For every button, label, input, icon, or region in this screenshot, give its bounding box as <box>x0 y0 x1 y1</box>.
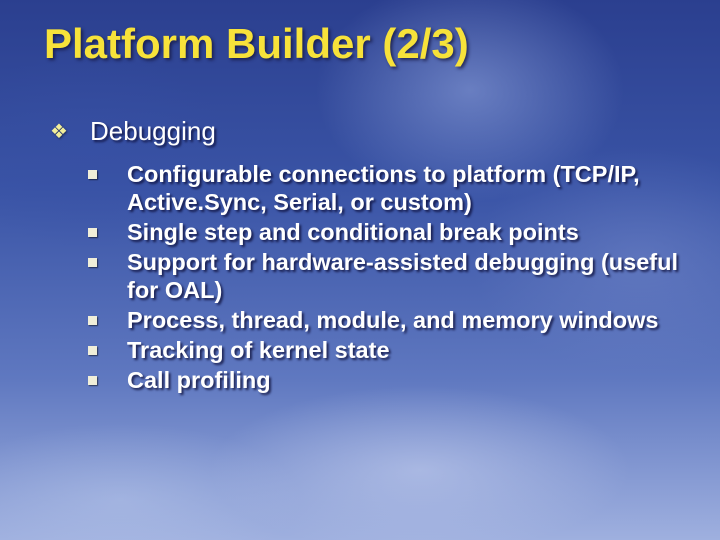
diamond-bullet-icon: ❖ <box>50 120 68 143</box>
square-bullet-icon <box>88 170 97 179</box>
square-bullet-icon <box>88 228 97 237</box>
sub-bullet-text: Call profiling <box>127 367 271 393</box>
sub-bullet-text: Process, thread, module, and memory wind… <box>127 307 659 333</box>
sub-bullet-item: Support for hardware-assisted debugging … <box>86 248 696 304</box>
main-bullet: ❖ Debugging <box>50 116 216 147</box>
square-bullet-icon <box>88 258 97 267</box>
square-bullet-icon <box>88 376 97 385</box>
sub-bullet-text: Support for hardware-assisted debugging … <box>127 249 678 303</box>
sub-bullet-item: Configurable connections to platform (TC… <box>86 160 696 216</box>
sub-bullet-item: Call profiling <box>86 366 696 394</box>
sub-bullet-item: Process, thread, module, and memory wind… <box>86 306 696 334</box>
square-bullet-icon <box>88 316 97 325</box>
sub-bullet-list: Configurable connections to platform (TC… <box>86 160 696 396</box>
sub-bullet-item: Tracking of kernel state <box>86 336 696 364</box>
sub-bullet-text: Single step and conditional break points <box>127 219 579 245</box>
main-bullet-text: Debugging <box>90 116 216 146</box>
square-bullet-icon <box>88 346 97 355</box>
sub-bullet-text: Tracking of kernel state <box>127 337 390 363</box>
sub-bullet-text: Configurable connections to platform (TC… <box>127 161 640 215</box>
sub-bullet-item: Single step and conditional break points <box>86 218 696 246</box>
slide-title: Platform Builder (2/3) <box>44 20 469 67</box>
